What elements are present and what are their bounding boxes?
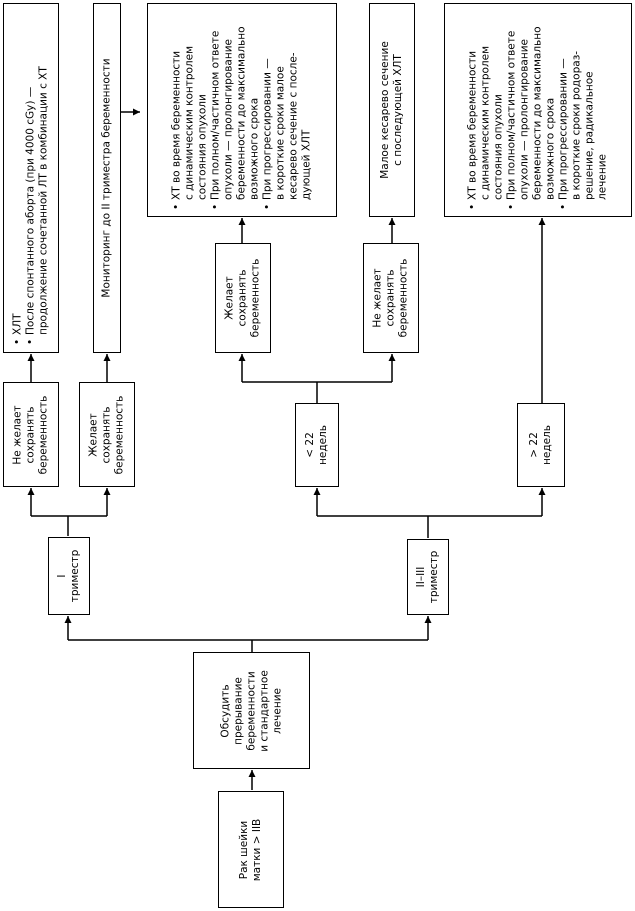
gt22-result-item-2: При полном/частичном ответе опухоли — пр… bbox=[506, 9, 558, 200]
lt22-keep-result-item-3: При прогрессировании — в короткие сроки … bbox=[262, 9, 314, 200]
t1-no-keep-result-item-2: После спонтанного аборта (при 4000 сGy) … bbox=[25, 10, 51, 335]
t1-keep-node: Желает сохранять беременность bbox=[79, 382, 135, 487]
gt22-result-list: ХТ во время беременности с динамическим … bbox=[467, 9, 610, 211]
lt22-no-keep-text: Не желает сохранять беременность bbox=[372, 246, 411, 350]
start-text: Рак шейки матки > IIB bbox=[238, 794, 264, 905]
gt22-result-item-2-line-4: возможного срока bbox=[544, 97, 557, 200]
trimester-2-3-node: II–III триместр bbox=[407, 539, 449, 615]
lt22-no-keep-result-line-2: с последующей ХЛТ bbox=[392, 54, 404, 166]
t1-no-keep-result-item-2-line-1: После спонтанного аборта (при 4000 сGy) … bbox=[24, 86, 37, 335]
gt22-result-item-1: ХТ во время беременности с динамическим … bbox=[467, 9, 506, 200]
lt22-keep-text: Желает сохранять беременность bbox=[224, 246, 263, 350]
lt22-keep-result-item-3-line-2: в короткие сроки малое bbox=[274, 66, 287, 200]
gt22-result-item-1-line-3: состояния опухоли bbox=[492, 94, 505, 200]
start-line-2: матки > IIB bbox=[251, 818, 263, 881]
trimester-1-text: I триместр bbox=[56, 540, 82, 612]
t1-keep-line-3: беременность bbox=[113, 395, 126, 474]
t1-no-keep-result: ХЛТ После спонтанного аборта (при 4000 с… bbox=[3, 3, 59, 353]
lt22-no-keep-result: Малое кесарево сечение с последующей ХЛТ bbox=[369, 3, 415, 217]
discuss-line-5: лечение bbox=[271, 687, 283, 734]
lt22-no-keep-line-3: беременность bbox=[397, 258, 410, 338]
lt22-keep-result-item-2-line-1: При полном/частичном ответе bbox=[209, 30, 222, 200]
lt22-keep-result-item-1-line-2: с динамическим контролем bbox=[183, 45, 196, 200]
gt22-result-item-1-line-1: ХТ во время беременности bbox=[466, 50, 479, 200]
trimester-1-node: I триместр bbox=[48, 537, 90, 615]
lt22-keep-result-item-1: ХТ во время беременности с динамическим … bbox=[171, 9, 210, 200]
discuss-line-3: беременности bbox=[245, 670, 257, 751]
lt22-keep-result-text: ХТ во время беременности с динамическим … bbox=[171, 6, 314, 214]
gt22-result-item-3: При прогрессировании — в короткие сроки … bbox=[558, 9, 610, 200]
lt22-keep-line-3: беременность bbox=[249, 258, 262, 338]
lt22-keep-node: Желает сохранять беременность bbox=[215, 243, 271, 353]
lt22-weeks-text: < 22 недель bbox=[304, 406, 330, 484]
lt22-keep-result-item-2: При полном/частичном ответе опухоли — пр… bbox=[210, 9, 262, 200]
lt22-keep-result-item-2-line-4: возможного срока bbox=[248, 97, 261, 200]
t1-keep-line-2: сохранять bbox=[100, 406, 113, 463]
lt22-no-keep-line-2: сохранять bbox=[384, 269, 397, 327]
lt22-keep-result-item-3-line-3: кесарево сечение с после- bbox=[287, 52, 300, 200]
lt22-keep-result: ХТ во время беременности с динамическим … bbox=[147, 3, 337, 217]
gt22-weeks-line-1: > 22 bbox=[528, 432, 540, 458]
gt22-result-item-1-line-2: с динамическим контролем bbox=[479, 45, 492, 200]
t1-no-keep-result-item-2-line-2: продолжение сочетанной ЛТ в комбинации с… bbox=[37, 66, 50, 335]
t1-no-keep-result-item-1: ХЛТ bbox=[12, 10, 25, 335]
trimester-2-3-text: II–III триместр bbox=[415, 542, 441, 612]
gt22-result-item-3-line-2: в короткие сроки родораз- bbox=[570, 50, 583, 200]
lt22-weeks-line-1: < 22 bbox=[304, 432, 316, 458]
discuss-line-2: прерывание bbox=[232, 676, 244, 745]
trimester-2-3-line-1: II–III bbox=[415, 566, 427, 588]
gt22-result-item-3-line-4: лечение bbox=[596, 154, 609, 200]
discuss-text: Обсудить прерывание беременности и станд… bbox=[219, 655, 284, 766]
start-node: Рак шейки матки > IIB bbox=[218, 791, 284, 908]
lt22-keep-line-1: Желает bbox=[223, 276, 236, 320]
trimester-1-line-1: I bbox=[56, 574, 68, 578]
lt22-keep-result-item-1-line-3: состояния опухоли bbox=[196, 94, 209, 200]
lt22-weeks-node: < 22 недель bbox=[295, 403, 339, 487]
t1-no-keep-result-text: ХЛТ После спонтанного аборта (при 4000 с… bbox=[12, 6, 51, 350]
lt22-keep-result-item-3-line-4: дующей ХЛТ bbox=[300, 129, 313, 200]
discuss-line-1: Обсудить bbox=[219, 683, 231, 738]
t1-monitoring-result-text: Мониторинг до II триместра беременности bbox=[101, 6, 114, 350]
gt22-result-item-2-line-2: опухоли — пролонгирование bbox=[518, 38, 531, 200]
trimester-1-line-2: триместр bbox=[69, 549, 81, 603]
gt22-weeks-node: > 22 недель bbox=[517, 403, 565, 487]
lt22-keep-result-item-2-line-2: опухоли — пролонгирование bbox=[222, 38, 235, 200]
t1-monitoring-line-1: Мониторинг до II триместра беременности bbox=[100, 58, 113, 298]
lt22-keep-result-list: ХТ во время беременности с динамическим … bbox=[171, 9, 314, 211]
gt22-result-item-2-line-3: беременности до максимально bbox=[531, 26, 544, 200]
gt22-result-item-3-line-3: решение, радикальное bbox=[583, 71, 596, 200]
gt22-result-item-3-line-1: При прогрессировании — bbox=[557, 58, 570, 200]
trimester-2-3-line-2: триместр bbox=[428, 550, 440, 604]
gt22-result-text: ХТ во время беременности с динамическим … bbox=[467, 6, 610, 214]
t1-no-keep-line-2: сохранять bbox=[24, 406, 37, 463]
lt22-keep-line-2: сохранять bbox=[236, 269, 249, 327]
discuss-node: Обсудить прерывание беременности и станд… bbox=[193, 652, 310, 769]
gt22-result-item-2-line-1: При полном/частичном ответе bbox=[505, 30, 518, 200]
t1-keep-text: Желает сохранять беременность bbox=[88, 385, 127, 484]
lt22-no-keep-result-line-1: Малое кесарево сечение bbox=[379, 41, 391, 179]
lt22-no-keep-line-1: Не желает bbox=[371, 268, 384, 328]
t1-no-keep-line-3: беременность bbox=[37, 395, 50, 474]
t1-keep-line-1: Желает bbox=[87, 412, 100, 457]
lt22-no-keep-result-text: Малое кесарево сечение с последующей ХЛТ bbox=[379, 6, 405, 214]
t1-monitoring-result: Мониторинг до II триместра беременности bbox=[93, 3, 121, 353]
t1-no-keep-text: Не желает сохранять беременность bbox=[12, 385, 51, 484]
lt22-keep-result-item-2-line-3: беременности до максимально bbox=[235, 26, 248, 200]
gt22-result: ХТ во время беременности с динамическим … bbox=[444, 3, 632, 217]
t1-no-keep-result-list: ХЛТ После спонтанного аборта (при 4000 с… bbox=[12, 10, 51, 346]
discuss-line-4: и стандартное bbox=[258, 669, 270, 752]
t1-no-keep-result-item-1-line-1: ХЛТ bbox=[11, 313, 24, 335]
t1-no-keep-line-1: Не желает bbox=[11, 404, 24, 465]
lt22-keep-result-item-1-line-1: ХТ во время беременности bbox=[170, 50, 183, 200]
gt22-weeks-line-2: недель bbox=[541, 425, 553, 465]
lt22-no-keep-node: Не желает сохранять беременность bbox=[363, 243, 419, 353]
lt22-weeks-line-2: недель bbox=[317, 425, 329, 465]
lt22-keep-result-item-3-line-1: При прогрессировании — bbox=[261, 58, 274, 200]
start-line-1: Рак шейки bbox=[238, 820, 250, 879]
t1-no-keep-node: Не желает сохранять беременность bbox=[3, 382, 59, 487]
gt22-weeks-text: > 22 недель bbox=[528, 406, 554, 484]
